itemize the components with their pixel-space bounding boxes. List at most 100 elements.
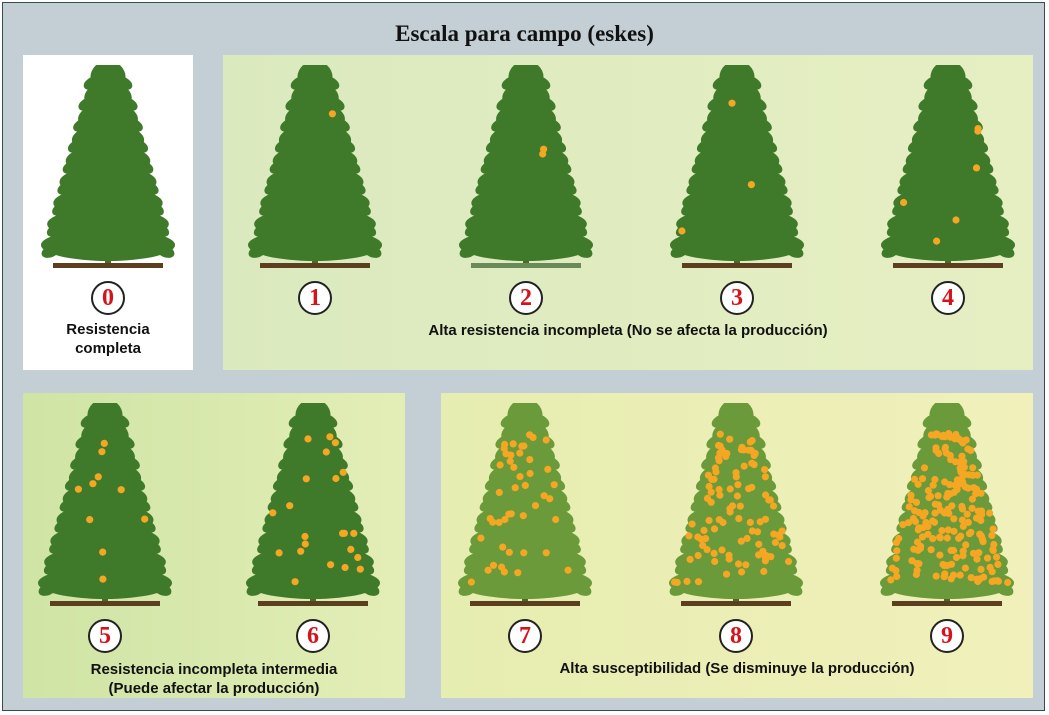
- rust-spot-icon: [736, 502, 744, 510]
- rust-spot-icon: [988, 531, 996, 539]
- rust-spot-icon: [546, 495, 554, 503]
- rust-spot-icon: [498, 563, 506, 571]
- rust-spot-icon: [340, 529, 348, 537]
- rust-spot-icon: [953, 485, 961, 494]
- rust-spot-icon: [347, 545, 355, 553]
- rust-spot-icon: [947, 456, 955, 464]
- rust-spot-icon: [930, 518, 939, 526]
- rust-spot-icon: [938, 527, 946, 535]
- rust-spot-icon: [564, 566, 572, 574]
- caption-high-susceptibility: Alta susceptibilidad (Se disminuye la pr…: [559, 660, 915, 677]
- rust-spot-icon: [992, 553, 1001, 561]
- rust-spot-icon: [932, 572, 940, 580]
- coffee-tree-icon: [247, 65, 383, 268]
- rust-spot-icon: [356, 565, 364, 573]
- rust-spot-icon: [968, 504, 976, 512]
- rust-spot-icon: [979, 538, 987, 546]
- rust-spot-icon: [519, 512, 527, 520]
- rust-spot-icon: [526, 456, 534, 464]
- rust-spot-icon: [540, 492, 548, 500]
- rust-spot-icon: [766, 496, 774, 504]
- rust-spot-icon: [531, 502, 540, 510]
- rust-spot-icon: [86, 516, 94, 524]
- rust-spot-icon: [99, 548, 107, 556]
- rust-spot-icon: [973, 555, 981, 563]
- rust-spot-icon: [502, 450, 510, 458]
- rust-spot-icon: [778, 542, 786, 550]
- rust-spot-icon: [785, 557, 793, 566]
- coffee-tree-icon: [879, 403, 1015, 606]
- rust-spot-icon: [907, 491, 915, 499]
- rust-spot-icon: [900, 198, 908, 207]
- rust-spot-icon: [893, 572, 901, 581]
- rust-spot-icon: [328, 110, 336, 118]
- rust-spot-icon: [913, 560, 921, 568]
- scale-level-3: 3: [720, 281, 754, 315]
- rust-spot-icon: [959, 472, 967, 481]
- rust-spot-icon: [341, 563, 349, 572]
- scale-level-5: 5: [88, 619, 122, 653]
- rust-spot-icon: [939, 431, 947, 439]
- rust-spot-icon: [520, 442, 528, 450]
- rust-spot-icon: [467, 578, 475, 586]
- rust-spot-icon: [748, 437, 756, 445]
- rust-spot-icon: [914, 480, 922, 488]
- rust-spot-icon: [711, 464, 719, 472]
- rust-spot-icon: [291, 578, 299, 586]
- scale-level-9: 9: [930, 619, 964, 653]
- rust-spot-icon: [924, 522, 932, 530]
- rust-spot-icon: [719, 518, 727, 527]
- rust-spot-icon: [932, 444, 940, 452]
- rust-spot-icon: [331, 439, 339, 447]
- rust-spot-icon: [322, 448, 330, 456]
- coffee-tree-icon: [245, 403, 381, 606]
- rust-spot-icon: [301, 540, 309, 548]
- rust-spot-icon: [710, 549, 718, 557]
- rust-spot-icon: [977, 489, 985, 497]
- rust-spot-icon: [710, 475, 718, 483]
- rust-spot-icon: [544, 465, 552, 473]
- rust-spot-icon: [936, 534, 944, 542]
- rust-spot-icon: [756, 518, 764, 526]
- rust-spot-icon: [746, 518, 754, 526]
- rust-spot-icon: [968, 495, 976, 503]
- rust-spot-icon: [747, 446, 755, 454]
- rust-spot-icon: [950, 546, 958, 555]
- rust-spot-icon: [972, 490, 980, 498]
- rust-spot-icon: [918, 475, 927, 483]
- rust-spot-icon: [933, 237, 941, 245]
- rust-spot-icon: [964, 518, 972, 526]
- rust-spot-icon: [117, 486, 125, 494]
- rust-spot-icon: [302, 475, 310, 483]
- coffee-tree-icon: [668, 403, 804, 606]
- rust-spot-icon: [950, 527, 958, 535]
- rust-spot-icon: [678, 227, 686, 235]
- rust-spot-icon: [770, 530, 778, 538]
- rust-spot-icon: [964, 445, 972, 453]
- rust-spot-icon: [737, 537, 745, 545]
- rust-spot-icon: [748, 459, 756, 467]
- rust-spot-icon: [716, 449, 724, 457]
- rust-spot-icon: [915, 508, 923, 517]
- rust-spot-icon: [959, 552, 967, 560]
- rust-spot-icon: [941, 478, 949, 486]
- rust-spot-icon: [550, 481, 558, 489]
- rust-spot-icon: [989, 525, 997, 533]
- rust-spot-icon: [961, 564, 969, 572]
- rust-spot-icon: [715, 457, 723, 465]
- rust-spot-icon: [269, 509, 277, 517]
- rust-spot-icon: [726, 505, 734, 513]
- rust-spot-icon: [726, 485, 734, 493]
- rust-spot-icon: [924, 487, 932, 495]
- rust-spot-icon: [956, 571, 964, 579]
- rust-spot-icon: [700, 526, 708, 534]
- rust-spot-icon: [735, 515, 743, 523]
- rust-spot-icon: [742, 561, 750, 569]
- rust-spot-icon: [905, 503, 913, 511]
- rust-spot-icon: [511, 484, 519, 492]
- rust-spot-icon: [738, 568, 746, 576]
- rust-spot-icon: [98, 448, 106, 456]
- rust-spot-icon: [974, 125, 982, 133]
- rust-spot-icon: [705, 516, 713, 525]
- rust-spot-icon: [986, 509, 994, 517]
